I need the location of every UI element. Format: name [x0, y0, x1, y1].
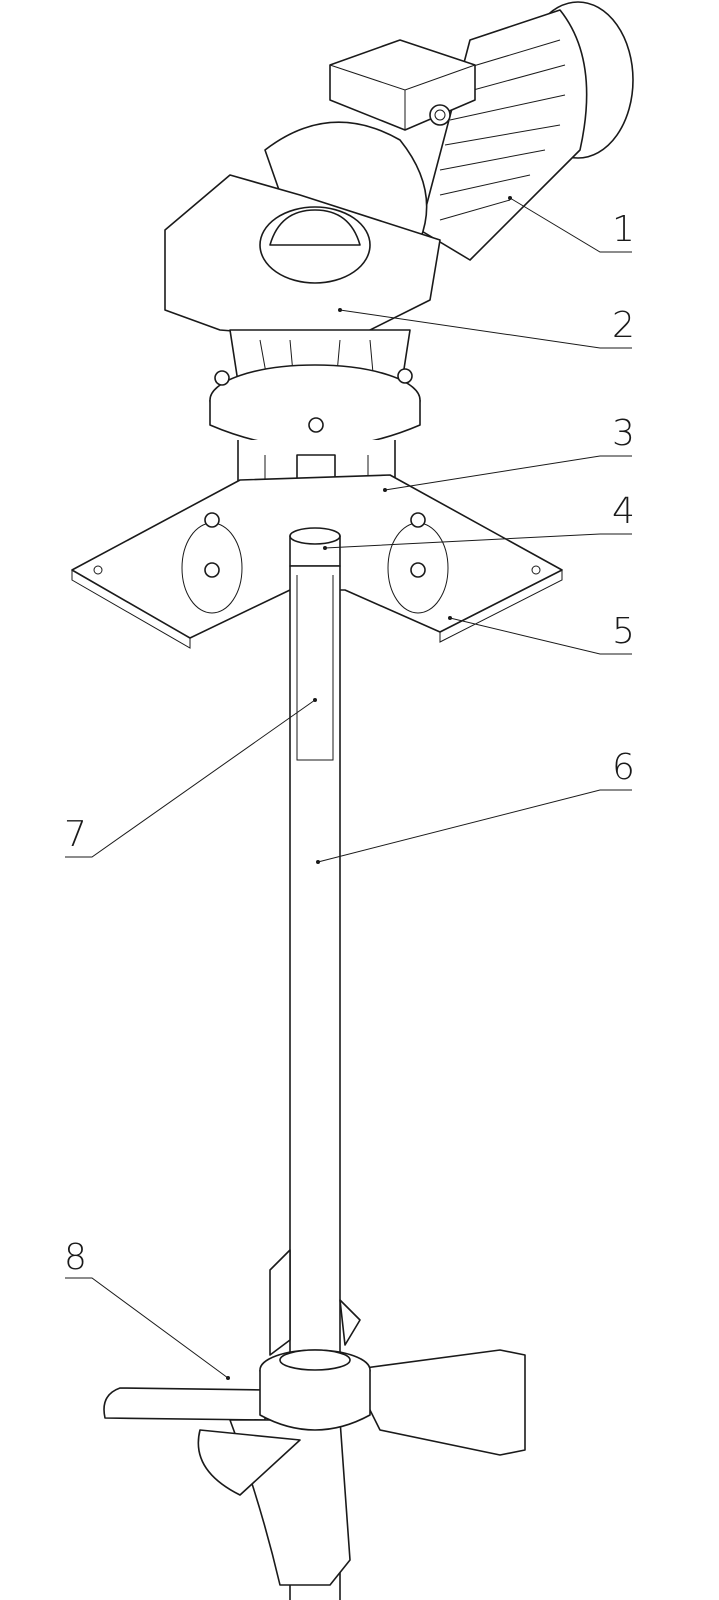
callout-3: 3: [612, 413, 635, 454]
callout-7: 7: [64, 814, 87, 855]
callout-2: 2: [612, 305, 635, 346]
callout-1: 1: [612, 209, 635, 250]
callout-4: 4: [612, 491, 635, 532]
electric-motor: [329, 1, 634, 261]
coupling: [289, 527, 341, 567]
impeller: [103, 1249, 526, 1586]
callout-8: 8: [64, 1237, 87, 1278]
gearbox: [164, 121, 441, 449]
callout-5: 5: [612, 611, 635, 652]
leader-lines: [65, 196, 632, 1380]
callout-6: 6: [612, 747, 635, 788]
